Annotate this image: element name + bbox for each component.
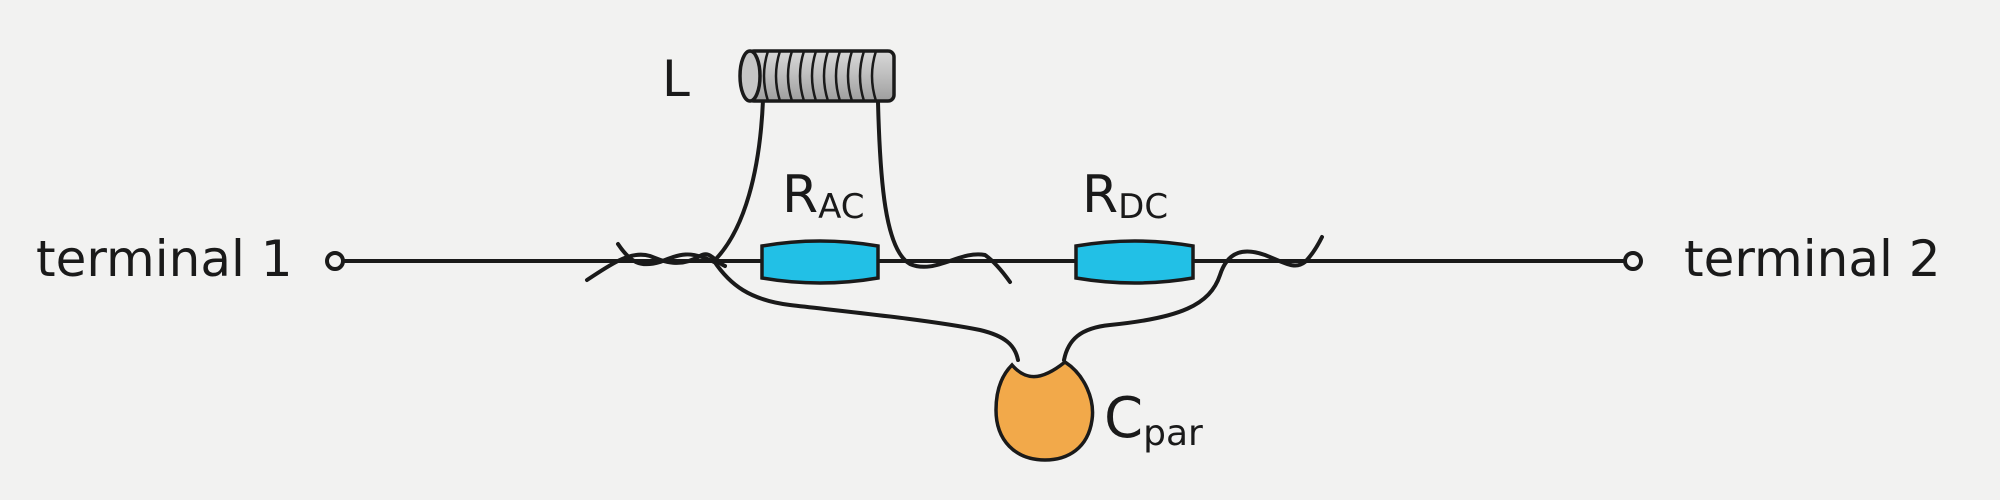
- inductor-coil: [738, 49, 896, 103]
- terminal-2-label: terminal 2: [1684, 230, 1941, 288]
- capacitor: [994, 359, 1095, 462]
- resistor-ac: [760, 239, 880, 285]
- terminal-1-label: terminal 1: [36, 230, 293, 288]
- inductor-lead-right: [876, 100, 1012, 284]
- inductor-lead-left: [712, 98, 765, 263]
- capacitor-lead-right: [1062, 235, 1324, 362]
- twisted-wire-left: [585, 242, 727, 282]
- terminal-2-node: [1623, 251, 1643, 271]
- capacitor-label: Cpar: [1104, 386, 1203, 454]
- capacitor-lead-left: [712, 259, 1020, 362]
- inductor-label: L: [662, 50, 690, 108]
- resistor-dc: [1074, 239, 1195, 285]
- resistor-dc-label: RDC: [1082, 165, 1168, 227]
- terminal-1-node: [325, 251, 345, 271]
- resistor-ac-label: RAC: [782, 165, 865, 227]
